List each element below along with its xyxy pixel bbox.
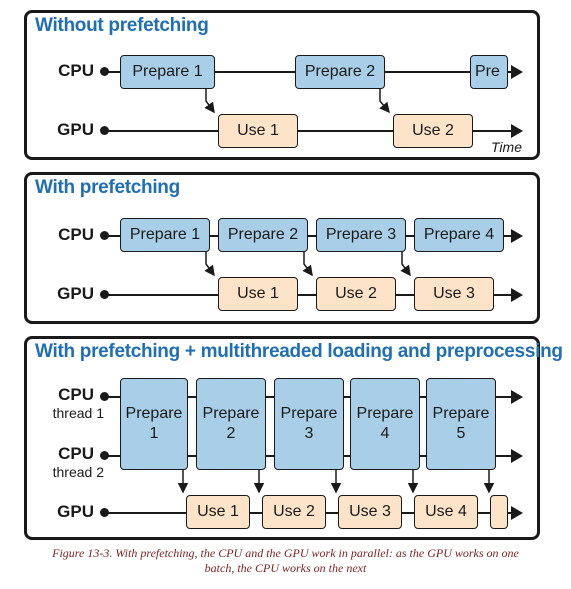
panel-title: Without prefetching xyxy=(35,15,209,36)
use-box: Use 1 xyxy=(218,114,298,148)
figure-caption: Figure 13-3. With prefetching, the CPU a… xyxy=(20,546,551,576)
use-box: Use 2 xyxy=(393,114,473,148)
gpu-lane-label: GPU xyxy=(57,120,94,139)
prepare-box: Prepare 1 xyxy=(120,55,215,89)
cpu-thread2-lane-label: CPU xyxy=(58,444,94,463)
cpu-timeline xyxy=(104,235,512,237)
gpu-timeline-arrow-icon xyxy=(511,506,523,520)
time-axis-label: Time xyxy=(491,139,522,155)
prepare-number: 5 xyxy=(456,425,466,442)
cpu-thread1-lane-sublabel: thread 1 xyxy=(52,405,104,421)
gpu-timeline-arrow-icon xyxy=(511,288,523,302)
caption-line: Figure 13-3. With prefetching, the CPU a… xyxy=(52,546,519,560)
gpu-lane-label: GPU xyxy=(57,502,94,521)
use-box: Use 2 xyxy=(262,495,326,529)
use-box: Use 2 xyxy=(316,277,396,311)
gpu-timeline xyxy=(104,294,512,296)
cpu-thread1-lane-label: CPU xyxy=(58,385,94,404)
use-box: Use 4 xyxy=(414,495,478,529)
prepare-box: Prepare 3 xyxy=(274,378,344,470)
prepare-word: Prepare xyxy=(202,405,260,422)
prepare-box: Prepare 2 xyxy=(295,55,385,89)
prepare-word: Prepare xyxy=(356,405,414,422)
prepare-number: 4 xyxy=(380,425,390,442)
prepare-number: 1 xyxy=(149,425,159,442)
cpu-thread1-arrow-icon xyxy=(511,390,523,404)
prepare-word: Prepare xyxy=(125,405,183,422)
cpu-thread2-lane-sublabel: thread 2 xyxy=(52,464,104,480)
prepare-number: 3 xyxy=(304,425,314,442)
gpu-lane-label: GPU xyxy=(57,284,94,303)
prepare-word: Prepare xyxy=(280,405,338,422)
prepare-box-partial: Pre xyxy=(470,55,508,89)
prepare-number: 2 xyxy=(226,425,236,442)
prepare-box: Prepare 4 xyxy=(350,378,420,470)
prepare-box: Prepare 3 xyxy=(316,218,406,252)
prepare-word: Prepare xyxy=(432,405,490,422)
prepare-box: Prepare 2 xyxy=(196,378,266,470)
use-box: Use 3 xyxy=(414,277,494,311)
use-box-partial xyxy=(490,495,508,529)
use-box: Use 3 xyxy=(338,495,402,529)
panel-title: With prefetching xyxy=(35,177,180,198)
cpu-timeline-arrow-icon xyxy=(511,229,523,243)
gpu-timeline xyxy=(104,130,512,132)
cpu-lane-label: CPU xyxy=(58,225,94,244)
prepare-box: Prepare 4 xyxy=(414,218,504,252)
prepare-box: Prepare 1 xyxy=(120,378,188,470)
cpu-thread2-arrow-icon xyxy=(511,449,523,463)
use-box: Use 1 xyxy=(186,495,250,529)
panel-title: With prefetching + multithreaded loading… xyxy=(35,341,563,362)
cpu-lane-label: CPU xyxy=(58,61,94,80)
gpu-timeline-arrow-icon xyxy=(511,124,523,138)
use-box: Use 1 xyxy=(218,277,298,311)
caption-line: batch, the CPU works on the next xyxy=(204,561,367,575)
prepare-box: Prepare 1 xyxy=(120,218,210,252)
prepare-box: Prepare 5 xyxy=(426,378,496,470)
prepare-box: Prepare 2 xyxy=(218,218,308,252)
cpu-timeline-arrow-icon xyxy=(511,65,523,79)
